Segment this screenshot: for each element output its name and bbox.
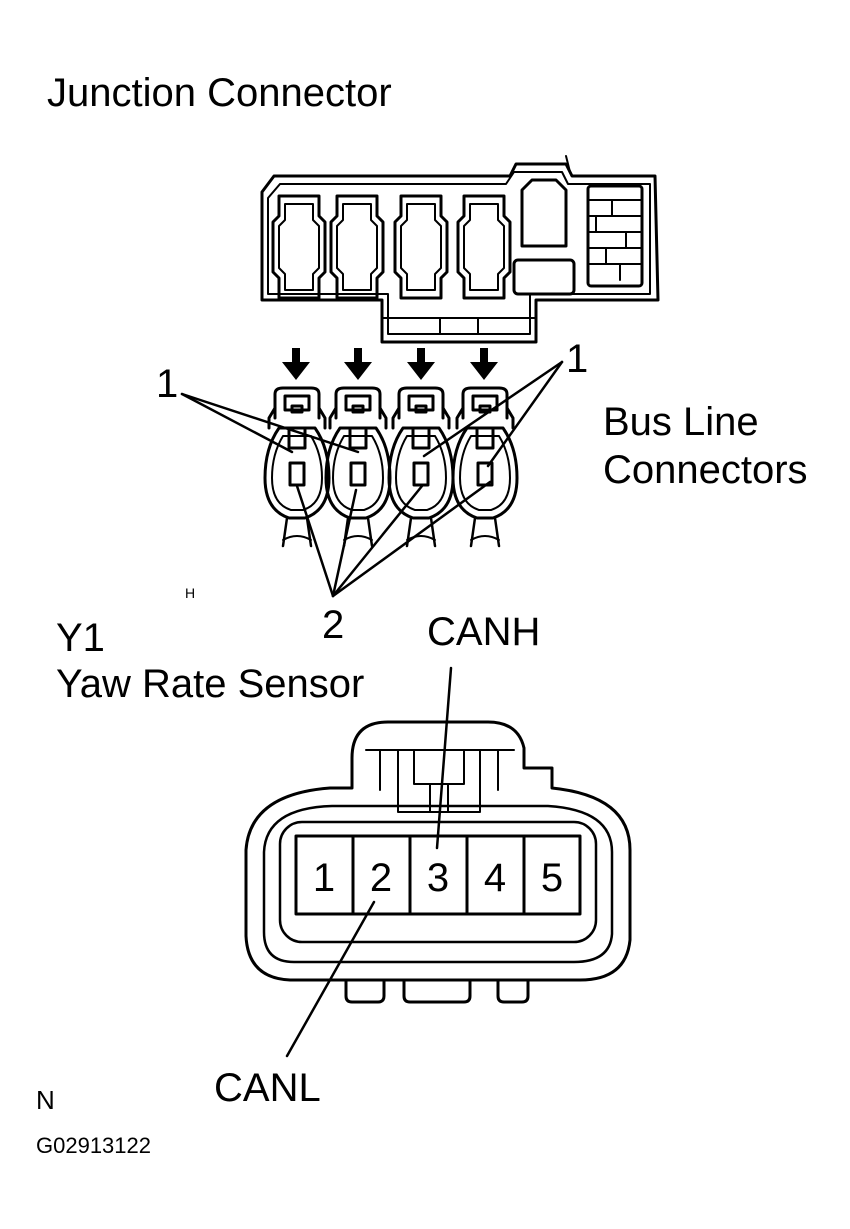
junction-connector: [260, 155, 660, 344]
pin-number: 2: [370, 856, 392, 900]
callout-2: 2: [322, 603, 344, 647]
sensor-id: Y1: [56, 616, 105, 660]
pin-number: 5: [541, 856, 563, 900]
callout-1-left: 1: [156, 362, 178, 406]
canh-label: CANH: [427, 610, 540, 654]
arrow-down-icon: [344, 348, 372, 380]
arrow-down-icon: [407, 348, 435, 380]
sensor-name: Yaw Rate Sensor: [56, 662, 364, 706]
pin-number: 1: [313, 856, 335, 900]
canl-leader-line: [285, 900, 376, 1058]
arrow-down-icon: [470, 348, 498, 380]
insertion-arrows: [282, 348, 498, 380]
canh-leader-line: [435, 666, 453, 850]
pin-number: 3: [427, 856, 449, 900]
bus-line-label: Bus Line: [603, 400, 759, 444]
small-mark-n: N: [36, 1085, 55, 1115]
connectors-label: Connectors: [603, 448, 808, 492]
pin-numbers: 1 2 3 4 5: [313, 856, 563, 900]
arrow-down-icon: [282, 348, 310, 380]
callout-leaders: [180, 360, 564, 598]
bus-line-connectors: [263, 386, 519, 548]
figure-code: G02913122: [36, 1133, 151, 1158]
callout-1-right: 1: [566, 337, 588, 381]
junction-connector-title: Junction Connector: [47, 71, 392, 115]
canl-label: CANL: [214, 1066, 321, 1110]
pin-number: 4: [484, 856, 506, 900]
small-mark-h: H: [185, 585, 195, 601]
